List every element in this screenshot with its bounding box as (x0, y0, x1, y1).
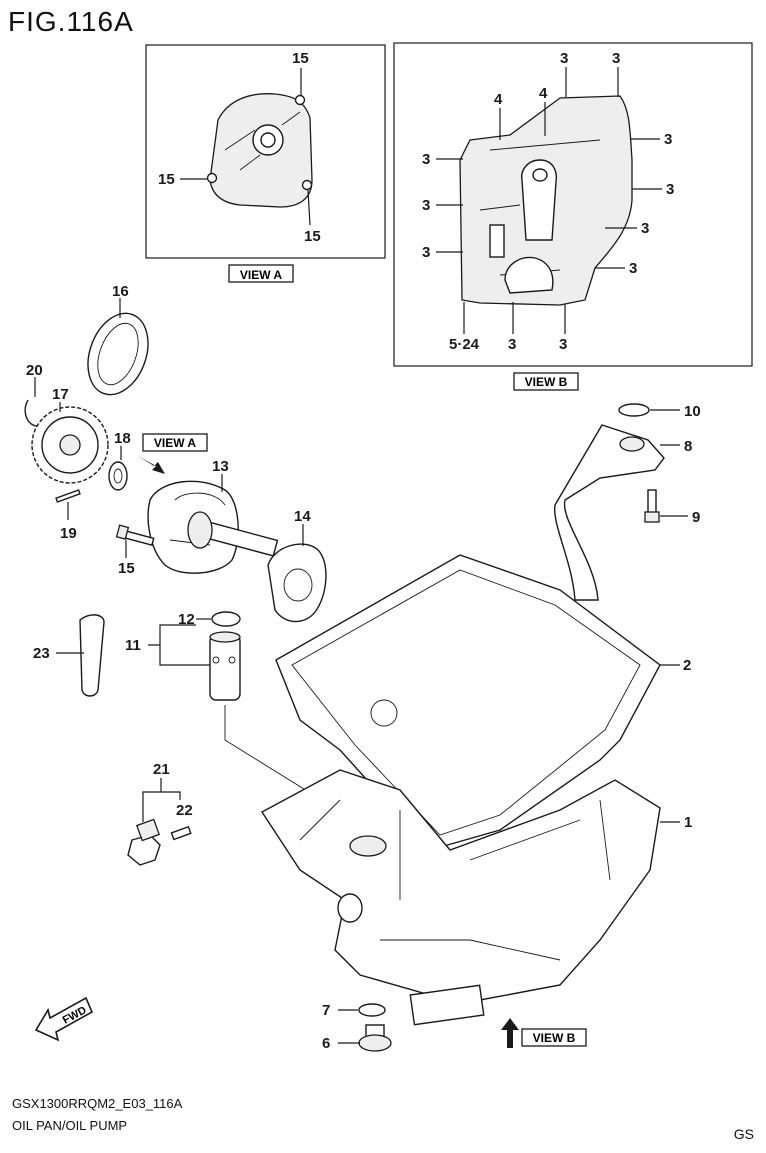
fwd-arrow-icon: FWD (34, 996, 94, 1042)
svg-text:VIEW A: VIEW A (240, 268, 283, 282)
oil-pan-bottom-view-b (459, 95, 633, 306)
callout-9: 9 (692, 509, 700, 526)
callout-15-top: 15 (292, 50, 309, 67)
part-16-chain-guide (87, 312, 149, 396)
figure-name: OIL PAN/OIL PUMP (12, 1118, 128, 1133)
part-9-bolt (644, 489, 660, 523)
part-21-oil-pressure-switch (127, 818, 161, 866)
callout-7: 7 (322, 1002, 330, 1019)
part-23-bracket (79, 614, 105, 697)
region-code: GS (733, 1126, 754, 1142)
callout-22: 22 (176, 802, 193, 819)
callout-12: 12 (178, 611, 195, 628)
part-13-oil-pump (147, 480, 279, 574)
part-12-o-ring (211, 611, 241, 627)
oil-pump-cover-view-a (206, 93, 313, 208)
callout-3-r4: 3 (629, 260, 637, 277)
callout-20: 20 (26, 362, 43, 379)
part-8-oil-strainer (554, 424, 665, 601)
view-b-caption: VIEW B (513, 372, 579, 391)
callout-15-left: 15 (158, 171, 175, 188)
callout-15-bolt: 15 (118, 560, 135, 577)
callout-23: 23 (33, 645, 50, 662)
callout-3-l3: 3 (422, 244, 430, 261)
callout-3-l2: 3 (422, 197, 430, 214)
view-a-panel: 15 15 15 VIEW A (145, 44, 386, 283)
callout-3-b1: 3 (508, 336, 516, 353)
callout-2: 2 (683, 657, 691, 674)
part-11-pipe (209, 631, 241, 701)
svg-text:VIEW A: VIEW A (154, 436, 197, 450)
callout-10: 10 (684, 403, 701, 420)
callout-14: 14 (294, 508, 311, 525)
callout-15-bottom: 15 (304, 228, 321, 245)
view-b-panel: 3 3 4 4 3 3 3 3 3 3 3 5·24 3 3 VIEW B (393, 42, 753, 391)
callout-19: 19 (60, 525, 77, 542)
callout-3-t2: 3 (612, 50, 620, 67)
view-b-pointer: VIEW B (501, 1018, 587, 1048)
callout-3-t1: 3 (560, 50, 568, 67)
part-14-gasket (267, 543, 327, 623)
part-7-gasket (358, 1003, 386, 1017)
callout-4-a: 4 (494, 91, 503, 108)
callout-4-b: 4 (539, 85, 548, 102)
part-15-bolt (115, 524, 155, 547)
svg-text:VIEW B: VIEW B (525, 375, 568, 389)
callout-6: 6 (322, 1035, 330, 1052)
part-18-washer (108, 461, 128, 491)
view-a-pointer: VIEW A (138, 433, 208, 474)
callout-13: 13 (212, 458, 229, 475)
callout-3-b2: 3 (559, 336, 567, 353)
callout-17: 17 (52, 386, 69, 403)
part-19-pin (55, 489, 81, 503)
callout-21: 21 (153, 761, 170, 778)
view-a-caption: VIEW A (228, 264, 294, 283)
callout-18: 18 (114, 430, 131, 447)
callout-11: 11 (125, 637, 141, 654)
svg-text:FWD: FWD (61, 1004, 89, 1026)
part-10-o-ring (618, 403, 650, 417)
callout-3-l1: 3 (422, 151, 430, 168)
callout-16: 16 (112, 283, 129, 300)
part-17-sprocket (31, 406, 109, 484)
callout-3-r3: 3 (641, 220, 649, 237)
part-6-drain-plug (358, 1024, 392, 1052)
part-1-oil-pan (260, 769, 661, 1026)
figure-title: FIG.116A (8, 6, 134, 37)
model-code: GSX1300RRQM2_E03_116A (12, 1096, 183, 1111)
callout-3-r2: 3 (666, 181, 674, 198)
svg-text:VIEW B: VIEW B (533, 1031, 576, 1045)
callout-3-r1: 3 (664, 131, 672, 148)
callout-8: 8 (684, 438, 692, 455)
part-2-oil-pan-gasket (275, 554, 661, 851)
part-22-bolt (170, 825, 192, 841)
callout-5-24: 5·24 (449, 336, 480, 353)
callout-1: 1 (684, 814, 692, 831)
